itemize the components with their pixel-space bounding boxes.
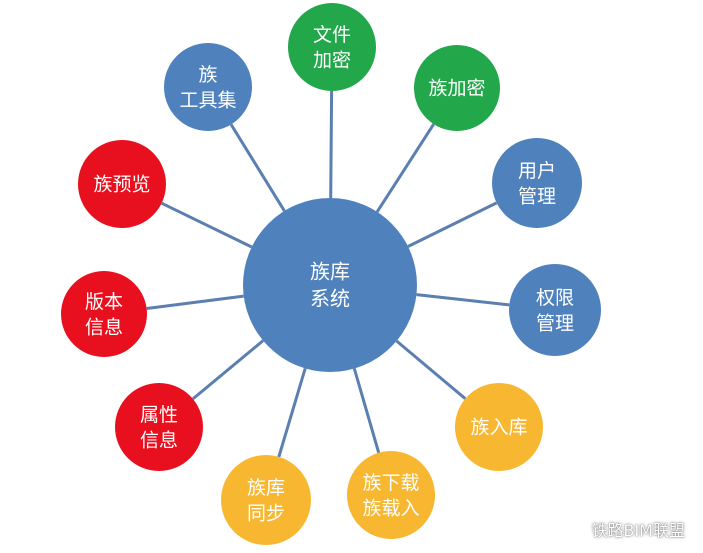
center-label-1: 族库 xyxy=(310,260,350,284)
wechat-icon xyxy=(563,521,586,537)
connector-node-zu-gongjuji xyxy=(229,123,286,212)
node-yonghu-guanli-circle xyxy=(492,138,582,228)
node-zu-gongjuji-circle xyxy=(164,43,252,131)
node-shuxing-xinxi-label-2: 信息 xyxy=(140,429,178,451)
center-label-2: 系统 xyxy=(310,287,350,311)
node-zu-jiami-circle xyxy=(414,45,500,131)
node-banben-xinxi-circle xyxy=(61,271,147,357)
node-yonghu-guanli-label-2: 管理 xyxy=(518,185,556,207)
node-wenjian-jiami-circle xyxy=(288,3,376,91)
connector-node-banben-xinxi xyxy=(146,294,244,310)
node-quanxian-guanli-circle xyxy=(509,264,601,356)
node-zu-jiami: 族加密 xyxy=(414,45,500,131)
node-zu-gongjuji-label-2: 工具集 xyxy=(179,89,236,111)
connector-node-zuku-tongbu xyxy=(277,367,307,458)
watermark-text: 铁路BIM联盟 xyxy=(591,521,685,540)
node-shuxing-xinxi-label-1: 属性 xyxy=(140,404,178,426)
connector-node-quanxian-guanli xyxy=(416,293,510,307)
node-shuxing-xinxi-circle xyxy=(115,383,203,471)
connector-node-wenjian-jiami xyxy=(329,90,334,199)
node-zu-xiazai-circle xyxy=(347,451,435,539)
node-zuku-tongbu-label-1: 族库 xyxy=(247,477,285,499)
node-banben-xinxi-label-2: 信息 xyxy=(85,316,123,338)
connector-node-yonghu-guanli xyxy=(407,201,498,248)
node-zu-xiazai-label-1: 族下载 xyxy=(362,472,419,494)
node-quanxian-guanli-label-2: 管理 xyxy=(536,312,574,334)
node-wenjian-jiami-label-1: 文件 xyxy=(313,24,351,46)
node-zu-yulan-circle xyxy=(78,140,166,228)
connector-lines xyxy=(146,90,510,458)
node-zu-gongjuji-label-1: 族 xyxy=(198,64,217,86)
node-zu-ruku: 族入库 xyxy=(455,383,543,471)
node-quanxian-guanli-label-1: 权限 xyxy=(536,287,574,309)
node-zu-ruku-label-1: 族入库 xyxy=(470,417,527,439)
node-zu-yulan: 族预览 xyxy=(78,140,166,228)
node-banben-xinxi-label-1: 版本 xyxy=(85,291,123,313)
connector-node-zu-ruku xyxy=(395,339,467,400)
center-circle xyxy=(243,198,417,372)
connector-node-zu-xiazai xyxy=(352,368,381,454)
node-yonghu-guanli-label-1: 用户 xyxy=(518,160,556,182)
node-zu-ruku-circle xyxy=(455,383,543,471)
connector-node-shuxing-xinxi xyxy=(191,339,265,401)
node-wenjian-jiami-label-2: 加密 xyxy=(313,49,351,71)
node-zuku-tongbu-label-2: 同步 xyxy=(247,502,285,524)
connector-node-zu-jiami xyxy=(375,123,435,213)
node-zuku-tongbu-circle xyxy=(221,455,311,545)
node-zu-jiami-label-1: 族加密 xyxy=(428,78,485,100)
node-zu-yulan-label-1: 族预览 xyxy=(93,174,150,196)
node-zu-xiazai-label-2: 族载入 xyxy=(362,497,419,519)
connector-node-zu-yulan xyxy=(160,201,253,249)
watermark: 铁路BIM联盟 xyxy=(563,517,685,541)
satellite-nodes: 文件加密族加密用户管理权限管理族入库族下载族载入族库同步属性信息版本信息族预览族… xyxy=(61,3,601,545)
